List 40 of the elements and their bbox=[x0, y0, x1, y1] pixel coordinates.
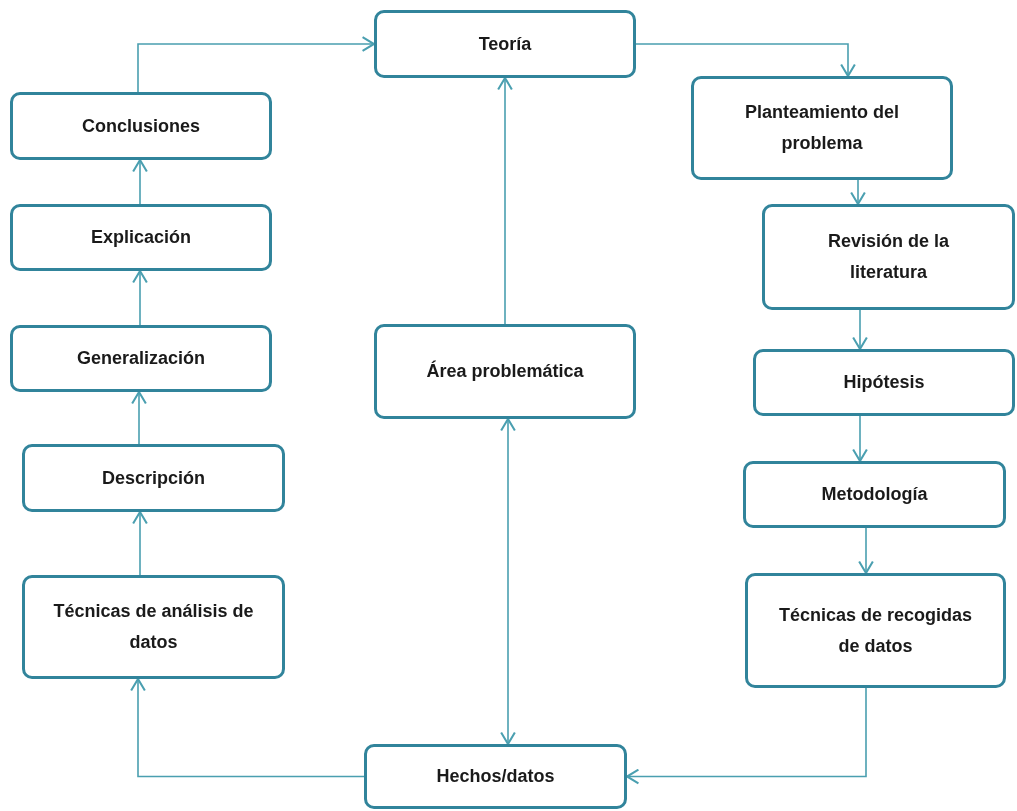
box-label: Hechos/datos bbox=[436, 765, 555, 788]
box-label: Descripción bbox=[101, 466, 205, 490]
box-label: Técnicas de recogidas de datos bbox=[777, 603, 974, 658]
arrow bbox=[852, 309, 868, 351]
arrow bbox=[137, 36, 376, 93]
process-box bbox=[364, 744, 627, 809]
process-box bbox=[22, 575, 285, 679]
box-label: Teoría bbox=[478, 32, 532, 56]
box-label: Planteamiento del problema bbox=[743, 101, 900, 155]
arrow bbox=[500, 417, 516, 746]
box-label: Técnicas de análisis de datos bbox=[52, 600, 255, 654]
process-box bbox=[10, 92, 272, 160]
process-box bbox=[762, 204, 1015, 310]
process-box bbox=[743, 461, 1006, 528]
arrow bbox=[625, 687, 867, 785]
process-box bbox=[691, 76, 953, 180]
box-label: Área problemática bbox=[426, 359, 584, 383]
process-box bbox=[374, 10, 636, 78]
box-label: Explicación bbox=[90, 226, 191, 249]
box-label: Metodología bbox=[821, 483, 928, 506]
arrow bbox=[132, 158, 148, 205]
arrow bbox=[132, 269, 148, 326]
arrow bbox=[132, 510, 148, 576]
box-label: Hipótesis bbox=[843, 371, 925, 394]
box-label: Revisión de la literatura bbox=[826, 230, 950, 284]
process-box bbox=[10, 325, 272, 392]
process-box bbox=[22, 444, 285, 512]
arrow bbox=[850, 179, 866, 206]
arrow bbox=[131, 390, 147, 445]
process-box bbox=[10, 204, 272, 271]
box-label: Generalización bbox=[76, 347, 206, 370]
arrow bbox=[497, 76, 513, 325]
process-box bbox=[753, 349, 1015, 416]
arrow bbox=[852, 415, 868, 463]
arrow bbox=[635, 43, 856, 78]
box-label: Conclusiones bbox=[82, 114, 200, 138]
arrow bbox=[130, 677, 365, 778]
process-box bbox=[374, 324, 636, 419]
process-box bbox=[745, 573, 1006, 688]
arrow bbox=[858, 527, 874, 575]
